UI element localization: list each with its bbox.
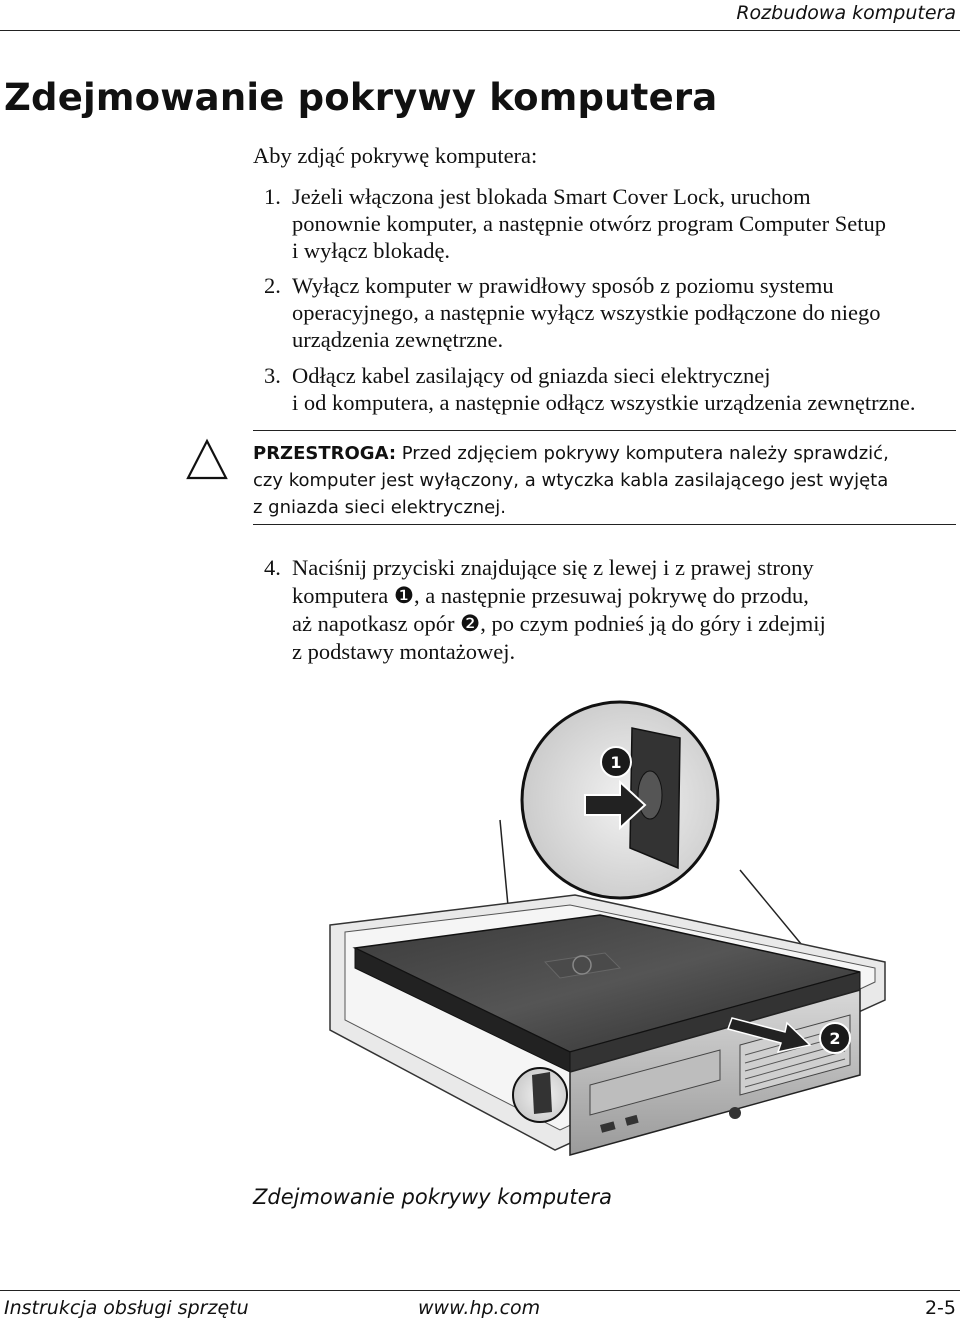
step-line: i od komputera, a następnie odłącz wszys… [292, 390, 916, 415]
step-line: Jeżeli włączona jest blokada Smart Cover… [292, 184, 811, 209]
figure-caption: Zdejmowanie pokrywy komputera [253, 1185, 612, 1209]
step-line: Odłącz kabel zasilający od gniazda sieci… [292, 363, 771, 388]
power-button-icon [729, 1107, 741, 1119]
footer-rule [0, 1290, 960, 1291]
step-line: operacyjnego, a następnie wyłącz wszystk… [292, 300, 881, 325]
step-line: ponownie komputer, a następnie otwórz pr… [292, 211, 886, 236]
computer-cover-removal-illustration: 1 2 [329, 700, 886, 1156]
step-line: Naciśnij przyciski znajdujące się z lewe… [292, 555, 814, 580]
caution-triangle-icon [186, 438, 228, 480]
step-number: 2. [264, 273, 281, 298]
step-number: 4. [264, 555, 281, 580]
page-title: Zdejmowanie pokrywy komputera [4, 76, 718, 119]
footer-page-number: 2-5 [924, 1297, 956, 1319]
step-4: 4. Naciśnij przyciski znajdujące się z l… [264, 554, 954, 666]
step-line: i wyłącz blokadę. [292, 238, 451, 263]
step-2: 2. Wyłącz komputer w prawidłowy sposób z… [264, 272, 954, 353]
front-port [625, 1114, 639, 1126]
intro-text: Aby zdjąć pokrywę komputera: [253, 143, 538, 168]
step-line: komputera ❶, a następnie przesuwaj pokry… [292, 583, 809, 608]
step-3: 3. Odłącz kabel zasilający od gniazda si… [264, 362, 954, 416]
footer-manual-title: Instrukcja obsługi sprzętu [4, 1297, 249, 1319]
caution-bottom-rule [253, 524, 956, 525]
caution-text: czy komputer jest wyłączony, a wtyczka k… [253, 470, 889, 491]
step-1: 1. Jeżeli włączona jest blokada Smart Co… [264, 183, 954, 264]
running-header: Rozbudowa komputera [736, 2, 956, 24]
callout-1-badge [600, 746, 632, 778]
caution-text: Przed zdjęciem pokrywy komputera należy … [396, 443, 889, 464]
callout-2-label: 2 [829, 1029, 840, 1048]
step-line: aż napotkasz opór ❷, po czym podnieś ją … [292, 611, 826, 636]
step-line: Wyłącz komputer w prawidłowy sposób z po… [292, 273, 834, 298]
caution-note: PRZESTROGA: Przed zdjęciem pokrywy kompu… [253, 440, 953, 521]
caution-label: PRZESTROGA: [253, 443, 397, 464]
caution-top-rule [253, 430, 956, 431]
slide-arrow-icon [727, 1017, 812, 1054]
latch-detail [532, 1072, 552, 1114]
step-number: 1. [264, 184, 281, 209]
header-rule [0, 30, 960, 31]
press-arrow-icon [584, 779, 647, 831]
footer-website: www.hp.com [418, 1297, 541, 1319]
step-line: z podstawy montażowej. [292, 639, 516, 664]
front-port [600, 1121, 616, 1133]
callout-1-label: 1 [610, 753, 621, 772]
step-number: 3. [264, 363, 281, 388]
callout-2-badge [819, 1022, 851, 1054]
hp-logo-icon [572, 955, 592, 975]
drive-bay [589, 1049, 721, 1116]
caution-text: z gniazda sieci elektrycznej. [253, 497, 506, 518]
latch-release [637, 770, 663, 820]
step-line: urządzenia zewnętrzne. [292, 327, 504, 352]
